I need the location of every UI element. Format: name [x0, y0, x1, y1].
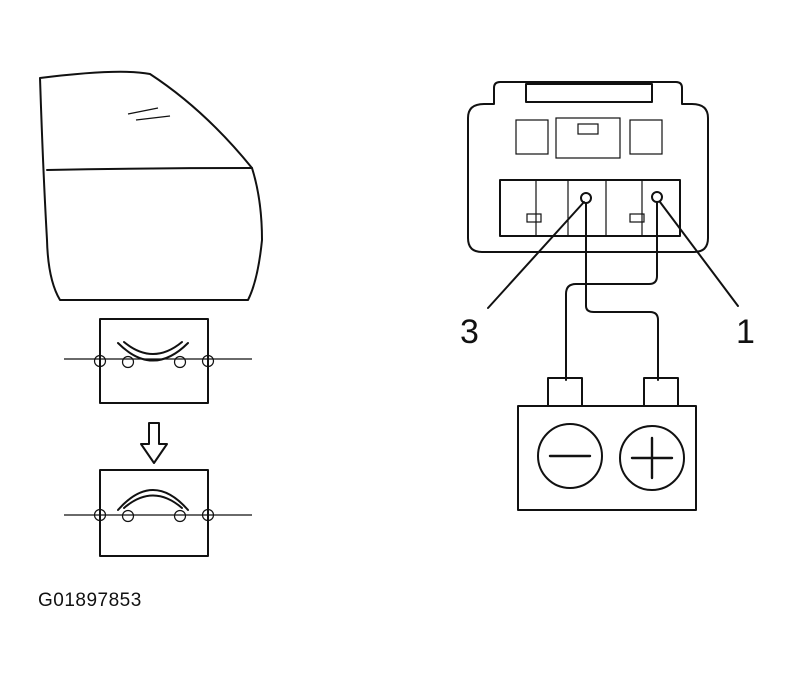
- pin-1-leader: [659, 201, 739, 307]
- switch-open-state-icon: [64, 318, 252, 404]
- pin-3-label: 3: [460, 313, 479, 351]
- connector-icon: [467, 81, 709, 253]
- down-arrow-icon: [140, 422, 168, 464]
- figure-code: G01897853: [38, 590, 142, 611]
- plus-icon: [619, 425, 685, 491]
- minus-icon: [537, 423, 603, 489]
- pin-3-leader: [487, 201, 585, 309]
- test-leads: [565, 202, 659, 381]
- pin-1-label: 1: [736, 313, 755, 351]
- switch-closed-state-icon: [64, 469, 252, 557]
- battery-icon: [517, 377, 697, 511]
- side-mirror-icon: [39, 70, 263, 301]
